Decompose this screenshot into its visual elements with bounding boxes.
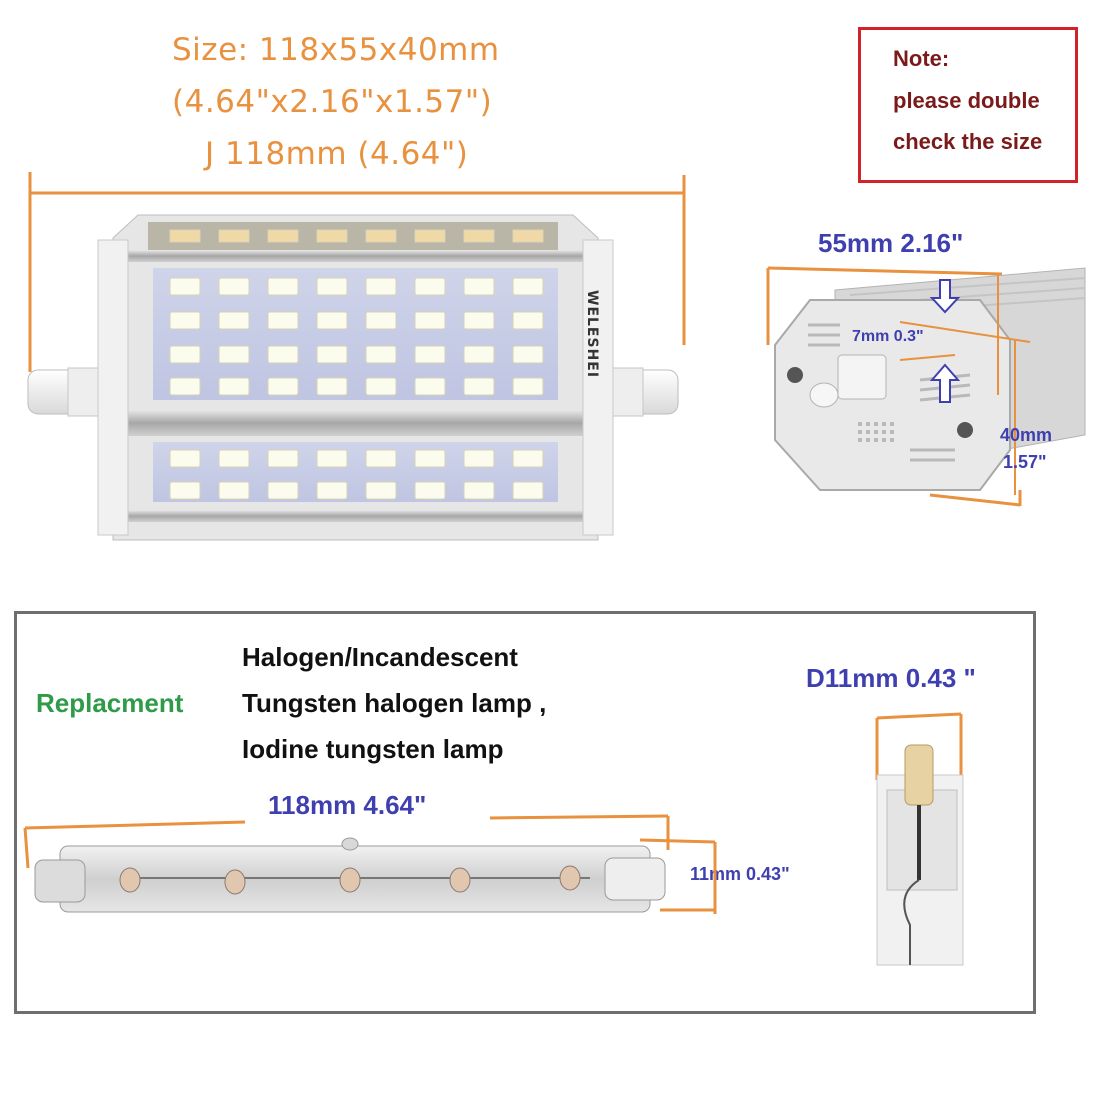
led-chip [218,481,250,500]
led-lamp-drawing [27,214,679,541]
led-chip [218,449,250,468]
note-title: Note: [893,46,950,71]
side-height-label-2: 1.57" [1003,452,1047,472]
led-chip [414,345,446,364]
size-line-3: J 118mm (4.64") [205,136,469,172]
led-chip-top-row [316,229,348,243]
led-chip [169,481,201,500]
note-line-2: please double [893,88,1040,113]
led-chip [414,449,446,468]
led-chip [512,277,544,296]
led-chip [365,449,397,468]
lamp-brand-text: WELESHEI [584,290,600,379]
led-chip [414,277,446,296]
led-chip [316,345,348,364]
led-chip [218,277,250,296]
led-chip [316,481,348,500]
led-chip-top-row [267,229,299,243]
led-chip [463,449,495,468]
led-lamp-image: WELESHEI [27,210,688,541]
led-chip [414,311,446,330]
desc-line-1: Halogen/Incandescent [242,642,518,672]
led-chip-top-row [365,229,397,243]
led-chip [512,311,544,330]
end-diameter-label: D11mm 0.43 " [806,663,976,693]
led-chip [267,311,299,330]
halogen-end-view-drawing [875,712,964,966]
side-view-drawing [766,266,1086,507]
led-chip [169,345,201,364]
led-chip [463,481,495,500]
led-chip [267,481,299,500]
led-chip [267,277,299,296]
replacement-panel [14,611,1036,1014]
side-height-label-1: 40mm [1000,425,1053,445]
led-chip [365,481,397,500]
led-chip [512,345,544,364]
led-chip [365,345,397,364]
led-chip-top-row [169,229,201,243]
led-chip-top-row [218,229,250,243]
led-chip [218,377,250,396]
led-chip [365,277,397,296]
led-chip [169,377,201,396]
led-chip [267,345,299,364]
desc-line-2: Tungsten halogen lamp , [242,688,547,718]
size-line-2: (4.64"x2.16"x1.57") [172,84,493,120]
side-width-label: 55mm 2.16" [818,228,964,258]
side-inner-label: 7mm 0.3" [852,328,924,345]
led-chip-top-row [463,229,495,243]
replacement-label: Replacment [36,688,184,718]
led-chip [463,277,495,296]
led-chip [316,377,348,396]
led-chip-top-row [512,229,544,243]
led-chip [316,311,348,330]
led-chip [463,311,495,330]
note-box: Note: please double check the size [858,27,1078,183]
led-chip [512,449,544,468]
led-chip [414,377,446,396]
led-chip [414,481,446,500]
led-chip [267,377,299,396]
led-chip [316,449,348,468]
led-chip [218,311,250,330]
size-line-1: Size: 118x55x40mm [172,32,500,68]
led-chip [218,345,250,364]
led-chip [169,311,201,330]
led-chip [463,345,495,364]
led-chip [365,311,397,330]
led-chip [316,277,348,296]
note-line-3: check the size [893,129,1043,154]
led-chip [512,481,544,500]
led-chip [463,377,495,396]
led-chip [169,277,201,296]
led-chip [365,377,397,396]
led-chip [512,377,544,396]
halogen-tube-drawing [23,814,717,914]
led-chip [267,449,299,468]
halogen-length-label: 118mm 4.64" [268,790,427,820]
led-chip-top-row [414,229,446,243]
desc-line-3: Iodine tungsten lamp [242,734,504,764]
led-chip [169,449,201,468]
